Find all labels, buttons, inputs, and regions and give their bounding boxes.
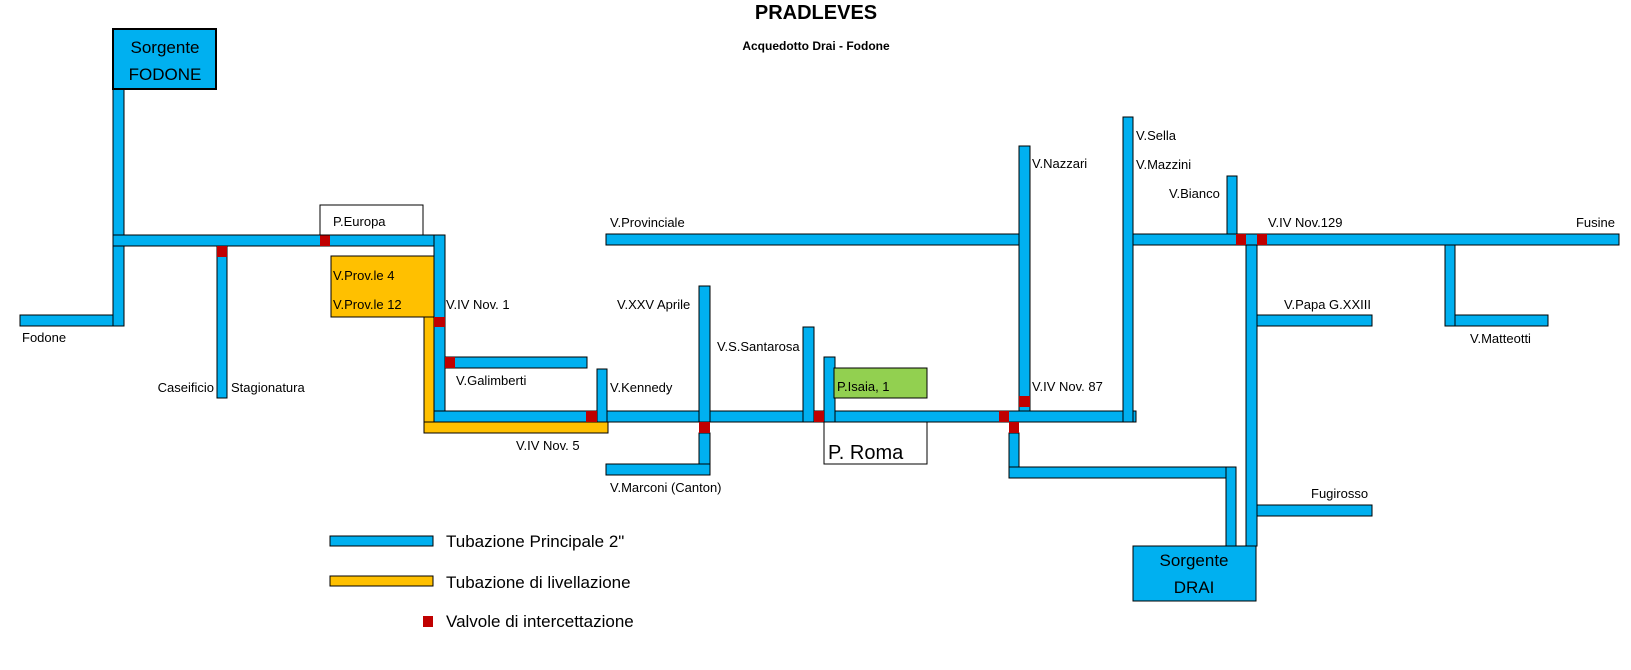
pipe-papa <box>1256 314 1373 327</box>
label-v-iv-nov-129: V.IV Nov.129 <box>1268 215 1342 230</box>
label-v-iv-nov-1: V.IV Nov. 1 <box>446 297 510 312</box>
label-v-marconi: V.Marconi (Canton) <box>610 480 722 495</box>
label-caseificio: Caseificio <box>158 380 214 395</box>
pipe-provinciale <box>605 233 1026 246</box>
pipe-matteotti-horizontal <box>1454 314 1549 327</box>
label-p-roma: P. Roma <box>828 442 904 464</box>
legend-swatch-valve <box>423 616 433 627</box>
valve <box>217 246 227 257</box>
label-v-kennedy: V.Kennedy <box>610 380 673 395</box>
valve <box>445 357 455 368</box>
pipe-kennedy <box>596 368 608 423</box>
valve <box>1236 234 1246 245</box>
pipe-drai-feed-2 <box>1245 244 1258 547</box>
legend: Tubazione Principale 2" Tubazione di liv… <box>329 532 634 631</box>
label-v-papa: V.Papa G.XXIII <box>1284 297 1371 312</box>
label-v-xxv-aprile: V.XXV Aprile <box>617 297 690 312</box>
pipe-drai-feed-1 <box>1225 466 1237 547</box>
legend-swatch-leveling-pipe <box>329 575 434 587</box>
label-v-provle-12: V.Prov.le 12 <box>333 297 402 312</box>
pipe-nazzari <box>1018 145 1031 412</box>
street-labels: Fodone Caseificio Stagionatura P.Europa … <box>22 128 1615 501</box>
pipe-fodone-vertical <box>112 88 125 327</box>
valve <box>1019 396 1030 407</box>
pipe-marconi-horizontal <box>605 463 711 476</box>
label-v-matteotti: V.Matteotti <box>1470 331 1531 346</box>
pipe-iv-nov-1 <box>433 234 446 423</box>
pipe-main-west <box>112 234 445 247</box>
label-p-isaia: P.Isaia, 1 <box>837 379 890 394</box>
legend-label-valves: Valvole di intercettazione <box>446 612 634 631</box>
pipe-santarosa <box>802 326 815 423</box>
legend-label-leveling-pipe: Tubazione di livellazione <box>446 573 631 592</box>
label-p-europa: P.Europa <box>333 214 386 229</box>
valve <box>586 411 597 422</box>
diagram-subtitle: Acquedotto Drai - Fodone <box>742 39 890 53</box>
label-v-galimberti: V.Galimberti <box>456 373 526 388</box>
pipe-fugirosso <box>1256 504 1373 517</box>
pipe-matteotti-vertical <box>1444 244 1456 327</box>
pipe-bianco <box>1226 175 1238 235</box>
label-v-iv-nov-5: V.IV Nov. 5 <box>516 438 580 453</box>
p-europa-box <box>319 204 424 236</box>
pipe-galimberti <box>444 356 588 369</box>
source-drai-line1: Sorgente <box>1160 551 1229 570</box>
label-fusine: Fusine <box>1576 215 1615 230</box>
legend-swatch-main-pipe <box>329 535 434 547</box>
label-v-iv-nov-87: V.IV Nov. 87 <box>1032 379 1103 394</box>
label-v-s-santarosa: V.S.Santarosa <box>717 339 800 354</box>
pipe-main-east <box>1132 233 1620 246</box>
label-fodone: Fodone <box>22 330 66 345</box>
label-fugirosso: Fugirosso <box>1311 486 1368 501</box>
source-drai-line2: DRAI <box>1174 578 1215 597</box>
pipe-caseificio <box>216 245 228 399</box>
legend-label-main-pipe: Tubazione Principale 2" <box>446 532 624 551</box>
label-v-nazzari: V.Nazzari <box>1032 156 1087 171</box>
label-v-sella: V.Sella <box>1136 128 1177 143</box>
diagram-title: PRADLEVES <box>755 2 877 24</box>
leveling-pipe-vertical <box>423 316 435 433</box>
valve <box>999 411 1009 422</box>
p-roma-box <box>823 421 928 465</box>
source-fodone: Sorgente FODONE <box>112 28 217 90</box>
valve <box>320 235 330 246</box>
valve <box>699 422 710 433</box>
valve <box>1009 422 1019 433</box>
source-drai: Sorgente DRAI <box>1132 545 1257 602</box>
pipe-drai-west-horizontal <box>1008 466 1237 479</box>
label-stagionatura: Stagionatura <box>231 380 305 395</box>
pipe-xxv-aprile <box>698 285 711 423</box>
valve <box>434 317 445 327</box>
valve <box>814 411 824 422</box>
label-v-provinciale: V.Provinciale <box>610 215 685 230</box>
pipe-sella <box>1122 116 1134 423</box>
p-isaia-box <box>833 367 928 399</box>
label-v-bianco: V.Bianco <box>1169 186 1220 201</box>
label-v-provle-4: V.Prov.le 4 <box>333 268 394 283</box>
pipe-fodone-horizontal <box>19 314 124 327</box>
valves <box>217 234 1267 433</box>
pipe-main-central <box>433 410 1137 423</box>
source-fodone-line2: FODONE <box>129 65 202 84</box>
source-fodone-line1: Sorgente <box>131 38 200 57</box>
leveling-pipe-horizontal <box>423 421 609 434</box>
main-pipes <box>19 88 1620 547</box>
label-v-mazzini: V.Mazzini <box>1136 157 1191 172</box>
pipe-p-roma <box>823 356 836 423</box>
valve <box>1257 234 1267 245</box>
leveling-box-prov-le <box>330 255 435 318</box>
